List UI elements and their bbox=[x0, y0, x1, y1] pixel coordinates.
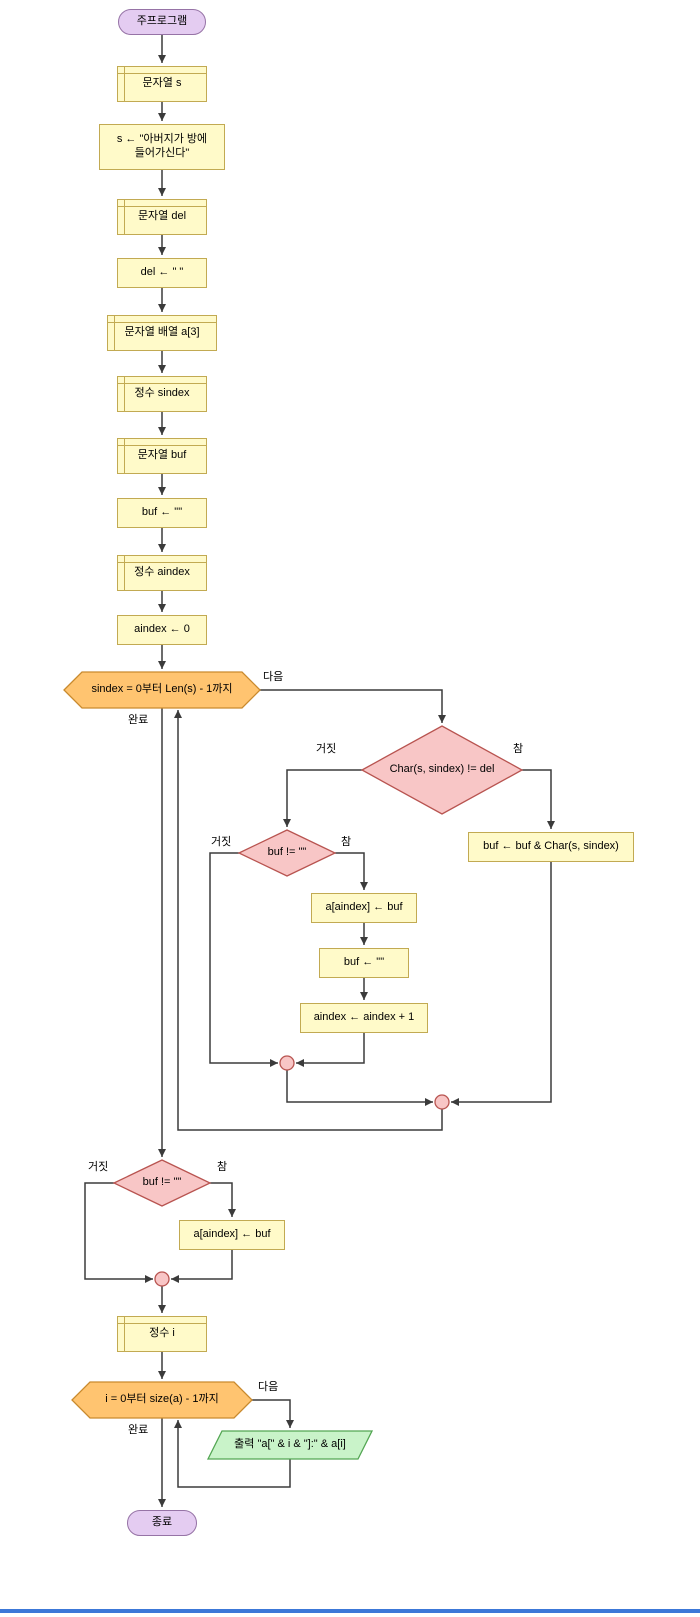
loop2-done-label: 완료 bbox=[128, 1424, 149, 1436]
decl-string-del: 문자열 del bbox=[117, 199, 207, 235]
assign-del: del ← " " bbox=[117, 258, 207, 288]
edges bbox=[84, 35, 555, 1507]
start-terminal: 주프로그램 bbox=[118, 9, 206, 35]
edge-cond-char-false bbox=[283, 769, 362, 827]
join2-circle bbox=[434, 1094, 450, 1110]
edge-loop1-next-to-cond-char bbox=[260, 689, 446, 723]
loop1-done-label: 완료 bbox=[128, 714, 149, 726]
cond-char-false-label: 거짓 bbox=[316, 743, 337, 755]
decl-string-array-a: 문자열 배열 a[3] bbox=[107, 315, 217, 351]
proc-clear-buf: buf ← "" bbox=[319, 948, 409, 978]
edge-cond-buf2-false-to-join3 bbox=[84, 1182, 153, 1283]
decl-int-sindex: 정수 sindex bbox=[117, 376, 207, 412]
decl-string-s: 문자열 s bbox=[117, 66, 207, 102]
edge-cond-buf1-false-to-join1 bbox=[209, 852, 278, 1067]
cond-buf2-diamond bbox=[112, 1159, 212, 1207]
edge-output-loopback-to-loop2 bbox=[174, 1420, 291, 1488]
edge-inc-to-join1 bbox=[296, 1033, 365, 1067]
proc-store-buf-2: a[aindex] ← buf bbox=[179, 1220, 285, 1250]
cond-char-true-label: 참 bbox=[513, 743, 524, 755]
end-terminal: 종료 bbox=[127, 1510, 197, 1536]
loop2-hexagon bbox=[71, 1381, 253, 1419]
proc-store-buf-1: a[aindex] ← buf bbox=[311, 893, 417, 923]
edge-join1-to-join2 bbox=[286, 1070, 433, 1106]
edge-cond-buf1-true bbox=[335, 852, 368, 890]
edge-cond-char-true bbox=[522, 769, 555, 829]
output-parallelogram bbox=[206, 1430, 374, 1460]
assign-aindex-zero: aindex ← 0 bbox=[117, 615, 207, 645]
edge-loop2-next-to-output bbox=[252, 1399, 294, 1428]
bottom-blue-bar bbox=[0, 1609, 700, 1613]
assign-buf-empty: buf ← "" bbox=[117, 498, 207, 528]
loop1-next-label: 다음 bbox=[263, 671, 284, 683]
cond-buf2-true-label: 참 bbox=[217, 1161, 228, 1173]
decl-string-buf: 문자열 buf bbox=[117, 438, 207, 474]
decl-int-i: 정수 i bbox=[117, 1316, 207, 1352]
edge-cond-buf2-true bbox=[210, 1182, 236, 1217]
assign-s: s ← "아버지가 방에 들어가신다" bbox=[99, 124, 225, 170]
edge-join2-loopback-to-loop1 bbox=[174, 710, 443, 1131]
edge-store2-to-join3 bbox=[171, 1250, 233, 1283]
loop1-hexagon bbox=[63, 671, 261, 709]
cond-buf2-false-label: 거짓 bbox=[88, 1161, 109, 1173]
loop2-next-label: 다음 bbox=[258, 1381, 279, 1393]
edge-append-to-join2 bbox=[451, 862, 552, 1106]
join1-circle bbox=[279, 1055, 295, 1071]
cond-char-diamond bbox=[360, 725, 524, 815]
decl-int-aindex: 정수 aindex bbox=[117, 555, 207, 591]
assign-s-line2: 들어가신다" bbox=[134, 147, 190, 159]
proc-increment-aindex: aindex ← aindex + 1 bbox=[300, 1003, 428, 1033]
proc-append-char: buf ← buf & Char(s, sindex) bbox=[468, 832, 634, 862]
cond-buf1-true-label: 참 bbox=[341, 836, 352, 848]
assign-s-line1: s ← "아버지가 방에 bbox=[116, 133, 208, 146]
join3-circle bbox=[154, 1271, 170, 1287]
cond-buf1-false-label: 거짓 bbox=[211, 836, 232, 848]
cond-buf1-diamond bbox=[237, 829, 337, 877]
